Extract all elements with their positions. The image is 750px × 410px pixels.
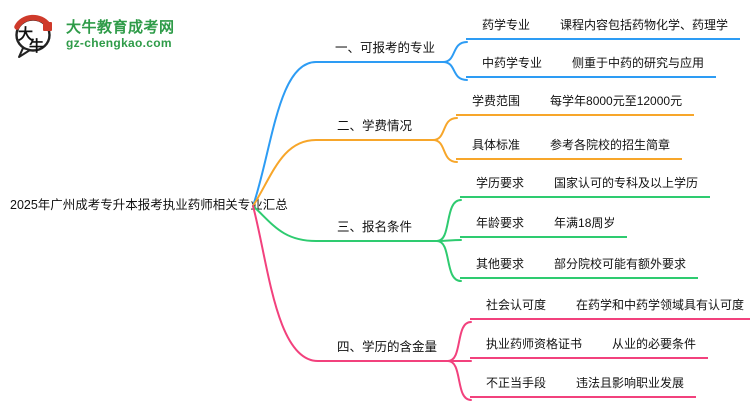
leaf-desc: 部分院校可能有额外要求 [554, 257, 687, 271]
leaf-label: 中药学专业 [482, 56, 543, 70]
bull-speech-bubble-icon: 大 牛 [14, 14, 52, 58]
leaf-pharmacy-major: 药学专业 课程内容包括药物化学、药理学 [466, 16, 741, 40]
branch3-fork-up [436, 199, 462, 242]
branch2-fork-down [432, 139, 458, 163]
leaf-tuition-range: 学费范围 每学年8000元至12000元 [456, 92, 695, 116]
branch4-fork-down [447, 360, 472, 401]
branch1-fork-up [442, 41, 468, 63]
leaf-label: 其他要求 [476, 257, 525, 271]
leaf-label: 年龄要求 [476, 216, 525, 230]
leaf-other-req: 其他要求 部分院校可能有额外要求 [460, 255, 699, 279]
branch2-fork-up [432, 117, 458, 141]
site-url: gz-chengkao.com [66, 35, 172, 50]
leaf-label: 不正当手段 [486, 376, 547, 390]
branch4-fork-up [447, 321, 472, 362]
leaf-desc: 每学年8000元至12000元 [550, 94, 683, 108]
leaf-desc: 国家认可的专科及以上学历 [554, 176, 699, 190]
leaf-label: 社会认可度 [486, 298, 547, 312]
leaf-improper-means: 不正当手段 违法且影响职业发展 [470, 374, 697, 398]
leaf-desc: 侧重于中药的研究与应用 [572, 56, 705, 70]
leaf-label: 学历要求 [476, 176, 525, 190]
branch2-line [252, 139, 434, 207]
central-topic: 2025年广州成考专升本报考执业药师相关专业汇总 [10, 198, 288, 212]
branch1-fork-down [442, 61, 468, 81]
leaf-desc: 参考各院校的招生简章 [550, 138, 671, 152]
leaf-desc: 违法且影响职业发展 [576, 376, 685, 390]
branch3-fork-mid [436, 239, 462, 242]
branch-label-value: 四、学历的含金量 [337, 340, 438, 354]
site-name: 大牛教育成考网 [66, 19, 175, 37]
branch-label-tuition: 二、学费情况 [337, 119, 413, 133]
leaf-desc: 在药学和中药学领域具有认可度 [576, 298, 745, 312]
leaf-desc: 年满18周岁 [554, 216, 616, 230]
svg-text:牛: 牛 [29, 37, 44, 55]
leaf-label: 具体标准 [472, 138, 521, 152]
branch-label-majors: 一、可报考的专业 [335, 41, 436, 55]
leaf-social-recognition: 社会认可度 在药学和中药学领域具有认可度 [470, 296, 750, 320]
leaf-license-cert: 执业药师资格证书 从业的必要条件 [470, 335, 709, 359]
leaf-label: 执业药师资格证书 [486, 337, 583, 351]
svg-text:大: 大 [18, 25, 33, 43]
site-logo[interactable]: 大 牛 大牛教育成考网 gz-chengkao.com [12, 10, 175, 60]
leaf-tcm-major: 中药学专业 侧重于中药的研究与应用 [466, 54, 717, 78]
leaf-desc: 从业的必要条件 [612, 337, 697, 351]
leaf-label: 药学专业 [482, 18, 531, 32]
leaf-label: 学费范围 [472, 94, 521, 108]
branch3-fork-down [436, 240, 462, 282]
branch-label-conditions: 三、报名条件 [337, 220, 413, 234]
leaf-desc: 课程内容包括药物化学、药理学 [560, 18, 729, 32]
leaf-age-req: 年龄要求 年满18周岁 [460, 214, 628, 238]
leaf-education-req: 学历要求 国家认可的专科及以上学历 [460, 174, 711, 198]
leaf-tuition-standard: 具体标准 参考各院校的招生简章 [456, 136, 683, 160]
branch1-line [252, 61, 444, 207]
